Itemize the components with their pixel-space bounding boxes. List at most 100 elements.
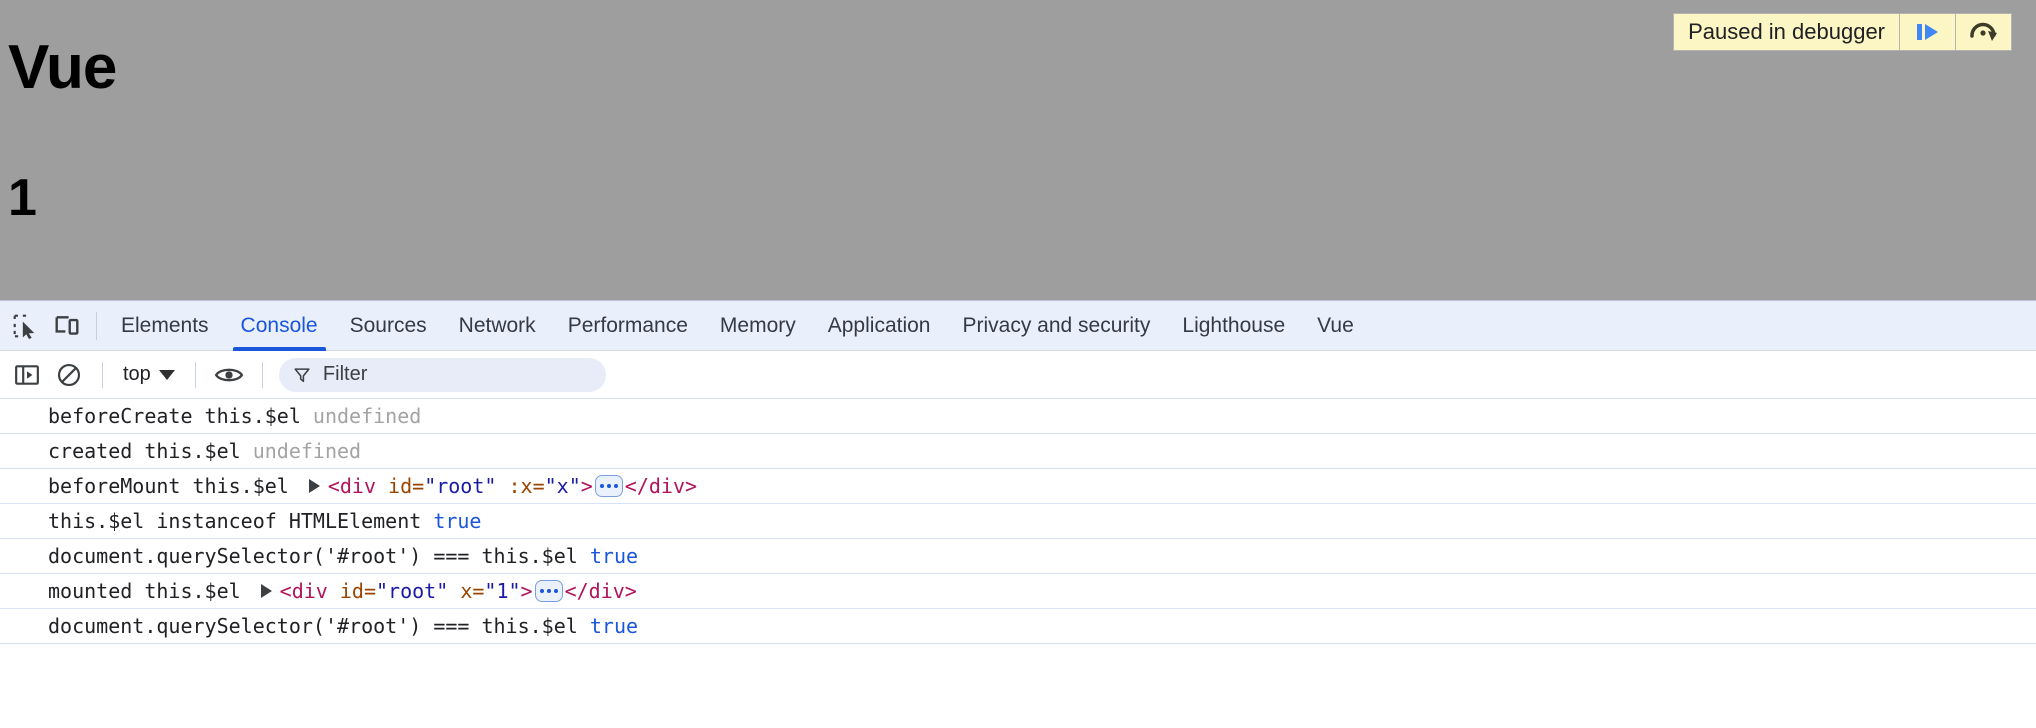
- toolbar-divider-3: [261, 361, 263, 388]
- log-value-undefined: undefined: [252, 439, 362, 463]
- step-over-next-function-call-icon: [1969, 22, 1997, 41]
- devtools-panel: Elements Console Sources Network Perform…: [0, 300, 2036, 728]
- toggle-device-toolbar-button[interactable]: [46, 305, 88, 347]
- dom-closing-tag-open: </: [564, 579, 589, 603]
- log-value-boolean: true: [589, 544, 639, 568]
- create-live-expression-button[interactable]: [208, 354, 250, 396]
- tab-vue-label: Vue: [1317, 313, 1354, 337]
- tab-console[interactable]: Console: [225, 301, 334, 351]
- dom-tag-name: div: [291, 579, 328, 603]
- log-text: this.$el instanceof HTMLElement: [48, 509, 434, 533]
- tab-performance-label: Performance: [567, 313, 688, 337]
- console-filter-box[interactable]: [278, 357, 606, 392]
- filter-funnel-icon: [294, 367, 310, 382]
- console-message-row[interactable]: created this.$el undefined: [0, 434, 2036, 469]
- tab-vue[interactable]: Vue: [1301, 301, 1370, 351]
- console-message-row[interactable]: document.querySelector('#root') === this…: [0, 539, 2036, 574]
- show-console-sidebar-icon: [15, 364, 39, 385]
- log-value-undefined: undefined: [312, 404, 422, 428]
- dom-node-preview[interactable]: <div id="root" x="1"></div>: [280, 578, 637, 604]
- tab-privacy-and-security[interactable]: Privacy and security: [946, 301, 1166, 351]
- show-console-sidebar-button[interactable]: [6, 354, 48, 396]
- tab-application-label: Application: [827, 313, 931, 337]
- tab-sources[interactable]: Sources: [334, 301, 443, 351]
- inspect-element-icon: [13, 314, 35, 339]
- chevron-down-icon: [158, 369, 175, 380]
- page-title: Vue: [8, 33, 117, 102]
- dom-space: [448, 578, 460, 604]
- dom-attr-value: "root": [424, 474, 497, 498]
- create-live-expression-eye-icon: [214, 368, 244, 381]
- dom-attr-value: "1": [484, 579, 521, 603]
- resume-script-execution-button[interactable]: [1899, 14, 1955, 50]
- dom-closing-tag-close: >: [685, 474, 698, 498]
- expand-children-ellipsis-icon[interactable]: [534, 580, 563, 602]
- dom-attr-equals: =: [532, 474, 545, 498]
- log-text: beforeCreate this.$el: [48, 404, 313, 428]
- tab-privacy-and-security-label: Privacy and security: [962, 313, 1151, 337]
- dom-space: [376, 473, 388, 499]
- inspect-element-button[interactable]: [4, 305, 46, 347]
- dom-attr-name: :x: [508, 474, 533, 498]
- tab-lighthouse[interactable]: Lighthouse: [1166, 301, 1301, 351]
- tab-performance[interactable]: Performance: [552, 301, 704, 351]
- tab-elements[interactable]: Elements: [105, 301, 225, 351]
- step-over-next-function-call-button[interactable]: [1955, 14, 2011, 50]
- dom-attr-name: x: [460, 579, 473, 603]
- dom-open-bracket: <: [327, 474, 340, 498]
- javascript-context-selector[interactable]: top: [115, 359, 183, 390]
- log-text: created this.$el: [48, 439, 253, 463]
- log-value-boolean: true: [589, 614, 639, 638]
- dom-closing-tag-close: >: [624, 579, 637, 603]
- tab-network-label: Network: [458, 313, 536, 337]
- toggle-device-toolbar-icon: [55, 315, 79, 335]
- dom-closing-tag-open: </: [624, 474, 649, 498]
- console-message-row[interactable]: mounted this.$el <div id="root" x="1"></…: [0, 574, 2036, 609]
- console-message-row[interactable]: this.$el instanceof HTMLElement true: [0, 504, 2036, 539]
- dom-open-bracket: <: [279, 579, 292, 603]
- expand-children-ellipsis-icon[interactable]: [594, 475, 623, 497]
- log-text: beforeMount this.$el: [48, 474, 289, 498]
- dom-closing-tag-name: div: [648, 474, 686, 498]
- tab-application[interactable]: Application: [812, 301, 947, 351]
- clear-console-button[interactable]: [48, 354, 90, 396]
- console-message-row[interactable]: document.querySelector('#root') === this…: [0, 609, 2036, 644]
- devtools-tabbar: Elements Console Sources Network Perform…: [0, 301, 2036, 351]
- expand-dom-node-triangle-icon[interactable]: [308, 479, 320, 493]
- tab-sources-label: Sources: [349, 313, 427, 337]
- log-text: document.querySelector('#root') === this…: [48, 544, 590, 568]
- paused-in-debugger-label: Paused in debugger: [1688, 19, 1885, 44]
- dom-close-bracket: >: [580, 474, 593, 498]
- log-text: document.querySelector('#root') === this…: [48, 614, 590, 638]
- toolbar-divider-1: [102, 361, 103, 388]
- dom-attr-value: "root": [376, 579, 449, 603]
- tab-lighthouse-label: Lighthouse: [1182, 313, 1286, 337]
- tab-elements-label: Elements: [121, 313, 209, 337]
- resume-script-execution-icon: [1916, 24, 1938, 40]
- dom-close-bracket: >: [520, 579, 533, 603]
- tab-memory-label: Memory: [719, 313, 796, 337]
- tab-memory[interactable]: Memory: [704, 301, 812, 351]
- console-message-list: beforeCreate this.$el undefined created …: [0, 399, 2036, 728]
- dom-attr-equals: =: [472, 579, 485, 603]
- console-toolbar: top: [0, 351, 2036, 399]
- console-message-row[interactable]: beforeCreate this.$el undefined: [0, 399, 2036, 434]
- dom-node-preview[interactable]: <div id="root" :x="x"></div>: [328, 473, 697, 499]
- toolbar-divider-2: [194, 361, 196, 388]
- dom-attr-equals: =: [412, 474, 425, 498]
- console-message-row[interactable]: beforeMount this.$el <div id="root" :x="…: [0, 469, 2036, 504]
- dom-closing-tag-name: div: [588, 579, 625, 603]
- clear-console-icon: [57, 363, 81, 386]
- tabbar-divider: [96, 311, 97, 340]
- dom-space: [496, 473, 508, 499]
- dom-attr-equals: =: [363, 579, 377, 603]
- expand-dom-node-triangle-icon[interactable]: [260, 584, 272, 598]
- page-counter-value: 1: [8, 169, 37, 227]
- console-filter-input[interactable]: [320, 362, 592, 387]
- paused-in-debugger-banner: Paused in debugger: [1673, 13, 2012, 51]
- dom-tag-name: div: [339, 474, 376, 498]
- tab-console-label: Console: [240, 313, 318, 337]
- dom-attr-name: id: [388, 474, 413, 498]
- tab-network[interactable]: Network: [443, 301, 552, 351]
